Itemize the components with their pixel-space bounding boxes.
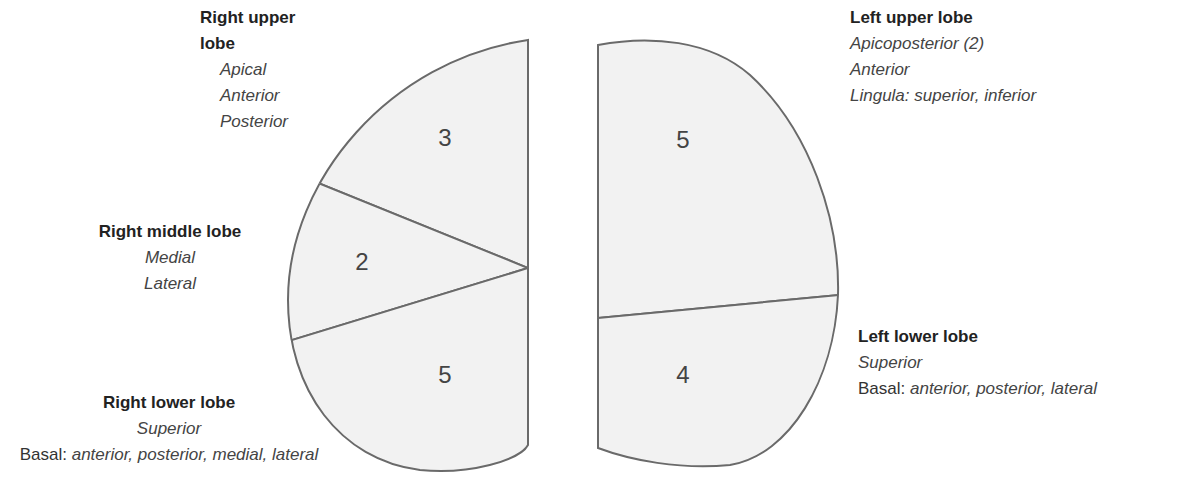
label-line: Left upper lobe xyxy=(850,5,1180,31)
fissure-line xyxy=(560,289,900,497)
label-line: Medial xyxy=(40,245,300,271)
segment-name: Anterior xyxy=(220,86,280,105)
lobe-fill xyxy=(598,40,838,466)
label-line: Anterior xyxy=(850,57,1180,83)
lobe-name: Left upper lobe xyxy=(850,5,1180,31)
lung-lobe: 4Left lower lobeSuperiorBasal: anterior,… xyxy=(596,287,842,472)
segment-name: Medial xyxy=(145,248,195,267)
segment-count: 5 xyxy=(676,126,689,154)
lobe-label: Left upper lobeApicoposterior (2) Anterio… xyxy=(850,5,1180,109)
lobe-fill xyxy=(288,40,528,471)
label-line: Lateral xyxy=(40,271,300,297)
lobe-shape xyxy=(596,287,842,472)
segment-group: Basal: xyxy=(858,379,905,398)
segment-name: Lateral xyxy=(144,274,196,293)
segment-name: Superior xyxy=(858,353,922,372)
lobe-shape xyxy=(596,33,842,325)
label-line: Right lower lobe xyxy=(8,390,330,416)
label-line: Right middle lobe xyxy=(40,219,300,245)
label-line: Posterior xyxy=(200,109,310,135)
segment-group: Basal: xyxy=(20,445,67,464)
lobe-name: Right upper lobe xyxy=(200,5,300,57)
segment-count: 4 xyxy=(676,361,689,389)
label-line: Superior xyxy=(8,416,330,442)
lung-lobe: 5Left upper lobeApicoposterior (2)Anteri… xyxy=(596,33,842,325)
segment-count: 2 xyxy=(355,248,368,276)
segment-count: 5 xyxy=(438,361,451,389)
segment-name: Lingula: superior, inferior xyxy=(850,86,1036,105)
lobe-name: Left lower lobe xyxy=(858,324,1188,350)
label-line: Left lower lobe xyxy=(858,324,1188,350)
lobe-shape xyxy=(286,265,532,477)
lobe-label: Right middle lobeMedialLateral xyxy=(40,219,300,297)
label-line: Basal: anterior, posterior, medial, late… xyxy=(8,442,330,468)
lobe-name: Right lower lobe xyxy=(8,390,330,416)
segment-name: Posterior xyxy=(220,112,288,131)
label-line: Anterior xyxy=(200,83,310,109)
segment-name: anterior, posterior, medial, lateral xyxy=(72,445,319,464)
lobe-label: Right lower lobeSuperiorBasal: anterior,… xyxy=(8,390,330,468)
label-line: Apicoposterior (2) xyxy=(850,31,1180,57)
segment-name: Apical xyxy=(220,60,266,79)
label-line: Superior xyxy=(858,350,1188,376)
segment-name: Apicoposterior (2) xyxy=(850,34,984,53)
label-line: Right upper lobe xyxy=(200,5,310,57)
label-line: Basal: anterior, posterior, lateral xyxy=(858,376,1188,402)
lobe-fill xyxy=(288,40,528,471)
lobe-label: Right upper lobeApicalAnteriorPosterior xyxy=(200,5,310,135)
segment-count: 3 xyxy=(438,124,451,152)
segment-name: Superior xyxy=(137,419,201,438)
segment-name: Anterior xyxy=(850,60,910,79)
label-line: Apical xyxy=(200,57,310,83)
lobe-name: Right middle lobe xyxy=(40,219,300,245)
lung-lobe: 5Right lower lobeSuperiorBasal: anterior… xyxy=(286,265,532,477)
label-line: Lingula: superior, inferior xyxy=(850,83,1180,109)
lobe-fill xyxy=(288,40,528,471)
lobe-label: Left lower lobeSuperiorBasal: anterior, … xyxy=(858,324,1188,402)
lobe-fill xyxy=(598,40,838,466)
segment-name: anterior, posterior, lateral xyxy=(910,379,1097,398)
fissure-line xyxy=(560,0,900,322)
